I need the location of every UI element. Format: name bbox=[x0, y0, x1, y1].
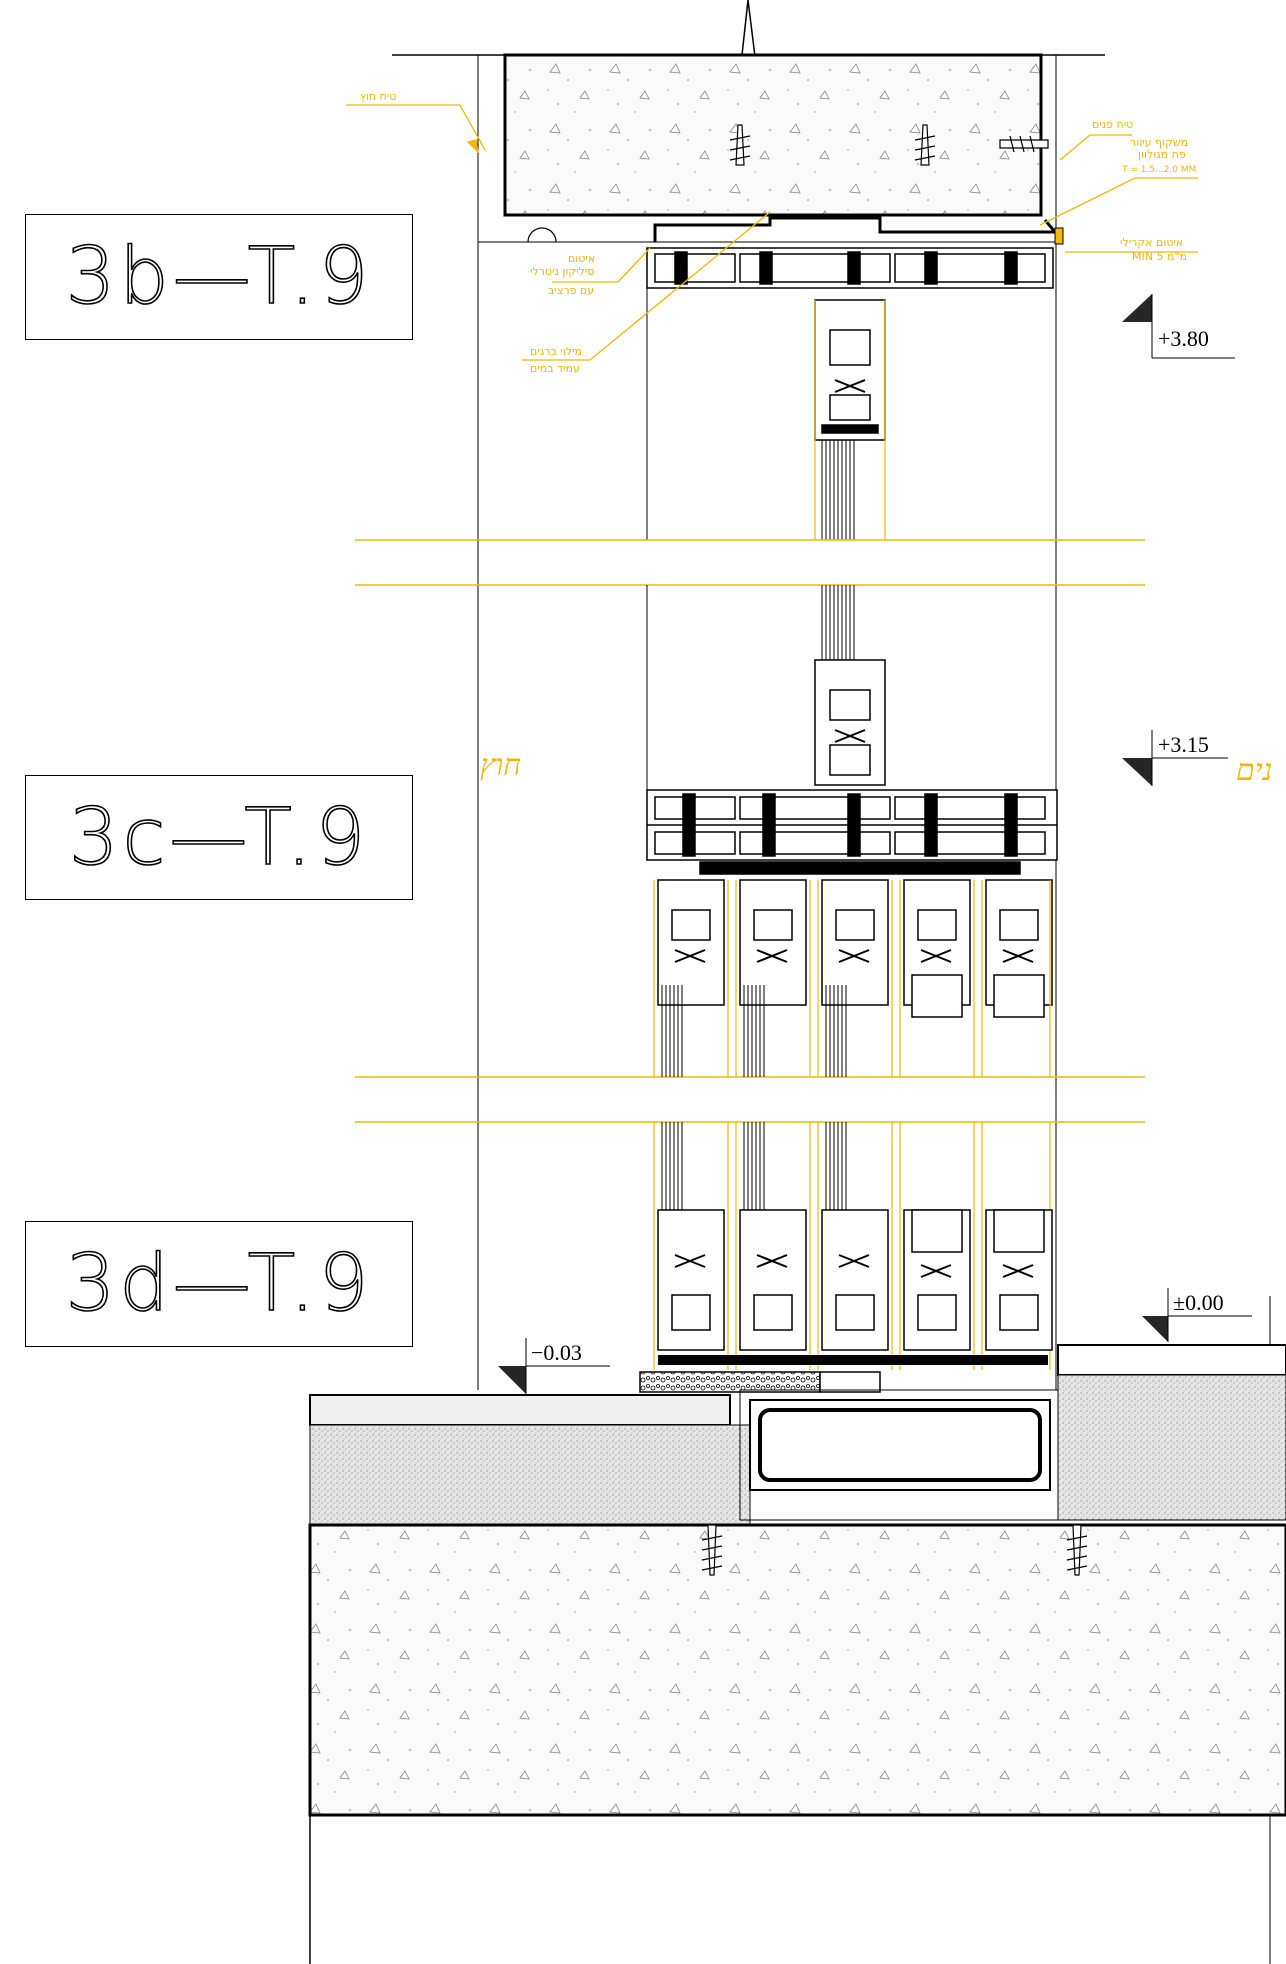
callout-flashing-3: T = 1.5...2.0 MM bbox=[1121, 165, 1196, 175]
callout-sealant-3: עם פרציב bbox=[548, 284, 594, 297]
callout-flashing-2: פח מגולוון bbox=[1138, 148, 1186, 161]
level-marker-floor: ±0.00 bbox=[1142, 1288, 1271, 1345]
callouts bbox=[346, 104, 1198, 361]
outside-side-label: חוץ bbox=[480, 748, 521, 783]
callout-sealant-1: איטום bbox=[568, 252, 595, 265]
mid-glazing bbox=[821, 585, 855, 660]
level-floor-label: ±0.00 bbox=[1173, 1290, 1224, 1315]
upper-glazing bbox=[821, 440, 855, 540]
section-tag-3c: 3c—T.9 bbox=[25, 775, 413, 900]
callout-texts: טיח חוץ טיח פנים משקוף עיוור פח מגולוון … bbox=[360, 90, 1196, 375]
level-mid-label: +3.15 bbox=[1158, 732, 1209, 757]
callout-interior-plaster: טיח פנים bbox=[1092, 118, 1133, 131]
upper-sash bbox=[814, 299, 886, 441]
panels-upper bbox=[657, 879, 1053, 1018]
anchor-left bbox=[729, 124, 751, 166]
callout-acrylic-2: MIN 5 מ"מ bbox=[1132, 250, 1187, 263]
callout-screws-1: מילוי ברגים bbox=[530, 345, 582, 358]
level-top-label: +3.80 bbox=[1158, 326, 1209, 351]
callout-flashing-1: משקוף עיוור bbox=[1130, 136, 1188, 149]
panels-lower bbox=[657, 1209, 1053, 1351]
panels-glazing bbox=[661, 985, 847, 1210]
sill-gasket bbox=[658, 1355, 1048, 1365]
mid-sash bbox=[814, 659, 886, 786]
level-outside-label: −0.03 bbox=[531, 1340, 582, 1365]
section-tag-3b: 3b—T.9 bbox=[25, 214, 413, 340]
level-marker-outside: −0.03 bbox=[498, 1338, 610, 1394]
callout-sealant-2: סיליקון ניטרלי bbox=[530, 265, 595, 278]
transom bbox=[646, 789, 1058, 875]
callout-exterior-plaster: טיח חוץ bbox=[360, 90, 396, 103]
level-marker-top: +3.80 bbox=[1122, 294, 1235, 359]
top-lintel bbox=[392, 0, 1105, 1390]
level-marker-mid: +3.15 bbox=[1122, 730, 1228, 786]
anchor-right bbox=[914, 124, 936, 166]
floor-section bbox=[308, 1344, 1286, 1964]
head-frame bbox=[646, 247, 1054, 289]
inside-side-label: נים bbox=[1236, 753, 1272, 788]
callout-acrylic-1: איטום אקרילי bbox=[1120, 236, 1183, 249]
section-tag-3d: 3d—T.9 bbox=[25, 1221, 413, 1347]
callout-screws-2: עמיד במים bbox=[530, 362, 580, 375]
anchor-side bbox=[999, 135, 1049, 153]
break-lines bbox=[355, 539, 1145, 1123]
